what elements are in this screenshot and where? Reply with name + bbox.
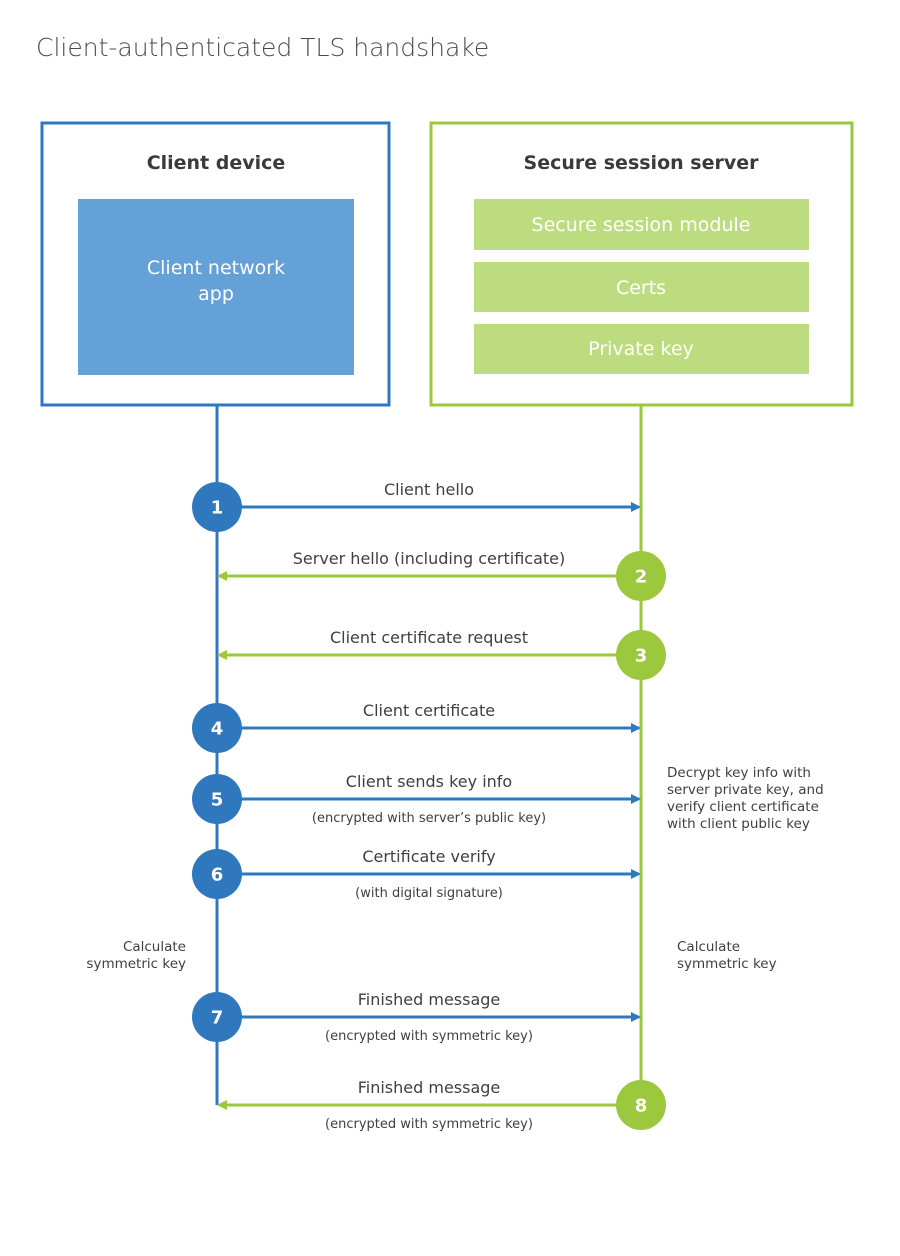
step-number: 2 — [635, 567, 648, 588]
client-app-box — [78, 199, 354, 375]
step-number-badge — [616, 630, 666, 680]
note-line: Calculate — [123, 939, 186, 955]
server-module-private-key — [474, 324, 809, 374]
note-line: Calculate — [677, 939, 740, 955]
diagram-title: Client-authenticated TLS handshake — [36, 33, 489, 62]
note-line: symmetric key — [86, 956, 186, 972]
step-label: Certificate verify — [362, 847, 495, 866]
step-label: Server hello (including certificate) — [293, 549, 565, 568]
step-7: 7 Finished message (encrypted with symmetr… — [192, 990, 641, 1044]
handshake-steps: 1 Client hello 2 Server hello (including ce… — [192, 480, 666, 1132]
step-3: 3 Client certificate request — [217, 628, 666, 680]
server-module-label: Certs — [616, 277, 666, 299]
step-number-badge — [616, 551, 666, 601]
step-1: 1 Client hello — [192, 480, 641, 532]
step-number-badge — [616, 1080, 666, 1130]
step-sublabel: (encrypted with server’s public key) — [312, 811, 546, 826]
note-line: symmetric key — [677, 956, 777, 972]
client-device-title: Client device — [147, 152, 286, 174]
server-box: Secure session server Secure session mod… — [429, 121, 854, 407]
step-number: 6 — [211, 865, 224, 886]
note-client-calculate: Calculate symmetric key — [86, 939, 186, 972]
step-2: 2 Server hello (including certificate) — [217, 549, 666, 601]
step-number-badge — [192, 849, 242, 899]
step-number: 7 — [211, 1008, 224, 1029]
step-label: Finished message — [358, 990, 501, 1009]
step-sublabel: (encrypted with symmetric key) — [325, 1029, 533, 1044]
step-label: Client certificate — [363, 701, 495, 720]
step-label: Client sends key info — [346, 772, 512, 791]
step-number-badge — [192, 482, 242, 532]
note-line: verify client certificate — [667, 799, 819, 815]
server-title: Secure session server — [524, 152, 760, 174]
server-module-label: Private key — [588, 338, 694, 360]
step-number: 3 — [635, 646, 648, 667]
step-sublabel: (with digital signature) — [355, 886, 503, 901]
client-app-label-line2: app — [198, 283, 234, 305]
note-line: Decrypt key info with — [667, 765, 811, 781]
step-number-badge — [192, 992, 242, 1042]
note-server-decrypt: Decrypt key info with server private key… — [667, 765, 824, 832]
note-line: server private key, and — [667, 782, 824, 798]
note-server-calculate: Calculate symmetric key — [677, 939, 777, 972]
step-label: Finished message — [358, 1078, 501, 1097]
step-8: 8 Finished message (encrypted with symmetr… — [217, 1078, 666, 1132]
client-app-label-line1: Client network — [147, 257, 285, 279]
step-6: 6 Certificate verify (with digital signatu… — [192, 847, 641, 901]
step-number-badge — [192, 703, 242, 753]
step-number-badge — [192, 774, 242, 824]
server-module-label: Secure session module — [532, 214, 751, 236]
step-sublabel: (encrypted with symmetric key) — [325, 1117, 533, 1132]
step-label: Client hello — [384, 480, 474, 499]
step-number: 1 — [211, 498, 224, 519]
step-4: 4 Client certificate — [192, 701, 641, 753]
step-number: 8 — [635, 1096, 648, 1117]
server-module-certs — [474, 262, 809, 312]
step-number: 5 — [211, 790, 224, 811]
note-line: with client public key — [667, 816, 810, 832]
client-device-box: Client device Client network app — [40, 121, 391, 407]
step-5: 5 Client sends key info (encrypted with se… — [192, 772, 641, 826]
step-label: Client certificate request — [330, 628, 528, 647]
server-module-session — [474, 199, 809, 250]
step-number: 4 — [211, 719, 224, 740]
